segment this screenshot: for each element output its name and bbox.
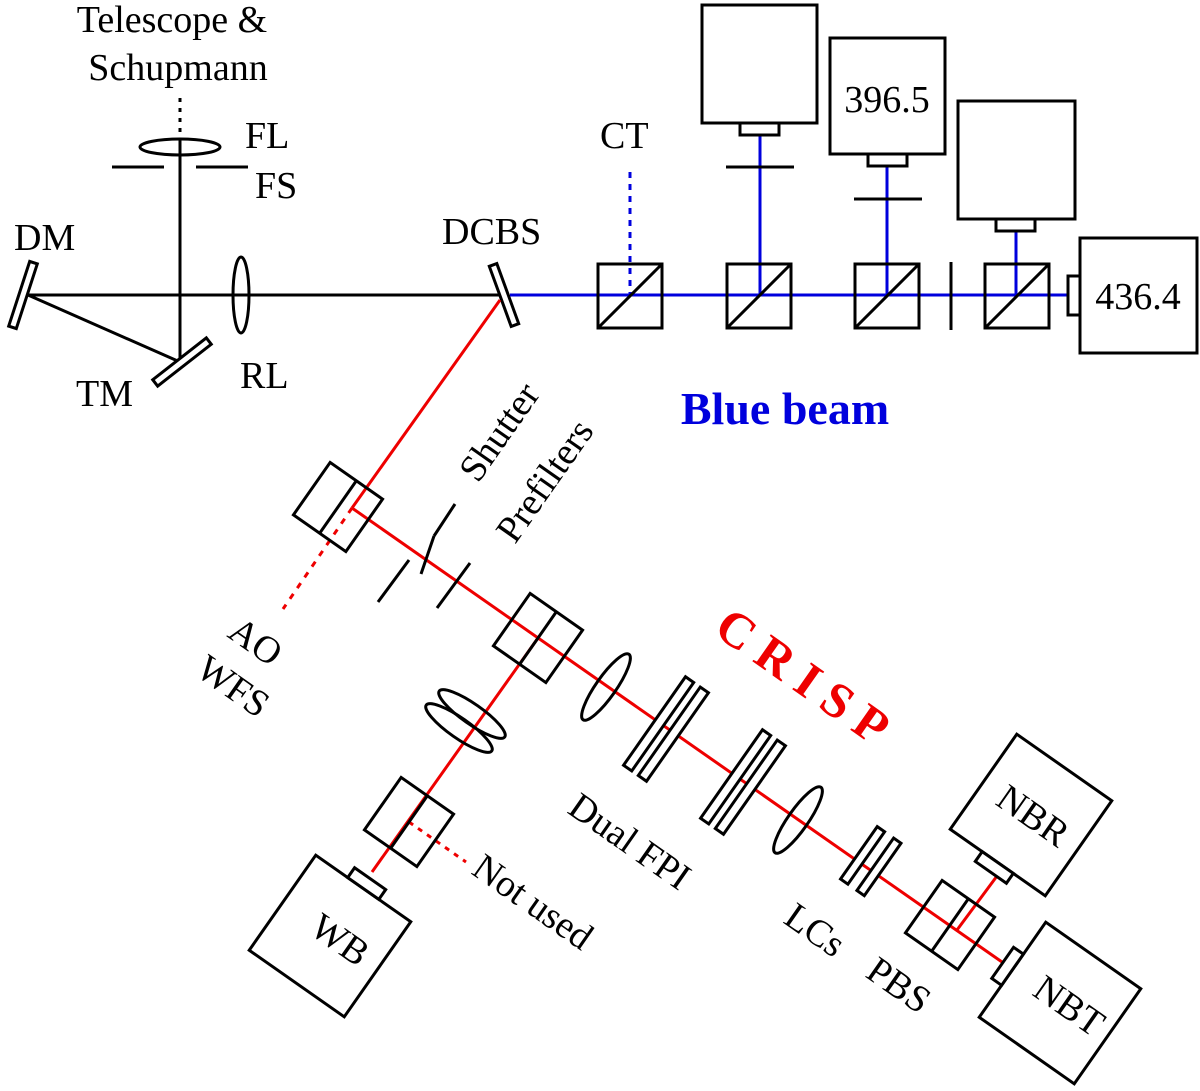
crisp-lens-1 — [580, 652, 632, 722]
label-telescope: Telescope & — [77, 0, 267, 41]
label-crisp: CRISP — [706, 596, 910, 762]
blue-camera-396 — [828, 36, 947, 168]
wb-lens-2 — [437, 688, 507, 740]
label-pbs: PBS — [859, 949, 938, 1022]
ao-bs-cube — [291, 460, 385, 554]
not-used-cube — [362, 775, 456, 869]
black-beam-section — [6, 98, 521, 389]
ao-wfs-dotted — [281, 507, 354, 610]
crisp-lens-2 — [772, 785, 824, 855]
tm-mirror — [150, 335, 214, 389]
label-dcbs: DCBS — [442, 211, 541, 253]
red-beam-dcbs-to-ao — [350, 299, 502, 509]
label-436: 436.4 — [1095, 276, 1181, 318]
blue-bs-cube-2 — [725, 262, 793, 330]
prefilter-stop-2 — [435, 562, 472, 609]
blue-camera-3 — [956, 99, 1077, 233]
label-lcs: LCs — [777, 895, 853, 966]
fl-lens — [138, 137, 222, 157]
red-beam-nbr-branch — [955, 875, 999, 931]
rl-lens — [231, 255, 251, 335]
label-rl: RL — [240, 355, 289, 397]
shutter-blade-lower — [419, 535, 436, 575]
pbs-cube — [903, 878, 997, 972]
shutter-blade-upper — [432, 503, 457, 537]
dm-tm-beam — [27, 293, 181, 364]
lc-retarders — [838, 824, 904, 898]
labels: Telescope & Schupmann FL FS DM TM RL DCB… — [14, 0, 1181, 1045]
wb-camera — [247, 853, 413, 1019]
label-not-used: Not used — [465, 846, 601, 959]
fpi-1 — [621, 674, 711, 784]
label-dual-fpi: Dual FPI — [561, 785, 698, 899]
dcbs-beamsplitter — [487, 261, 521, 329]
nbr-camera — [948, 732, 1114, 898]
blue-bs-cube-3 — [853, 262, 921, 330]
label-schupmann: Schupmann — [88, 47, 267, 89]
label-blue-beam: Blue beam — [681, 383, 889, 434]
nbt-camera — [977, 920, 1143, 1086]
blue-bs-cube-4 — [983, 262, 1051, 330]
not-used-dotted — [408, 820, 467, 864]
label-tm: TM — [76, 373, 133, 415]
fpi-2 — [698, 727, 788, 837]
label-396: 396.5 — [844, 79, 930, 121]
label-dm: DM — [14, 217, 75, 259]
blue-bs-cube-1 — [596, 262, 664, 330]
blue-beam-section — [510, 3, 1199, 355]
prefilter-stop-1 — [376, 559, 411, 603]
label-fs: FS — [255, 165, 297, 207]
crisp-bs-cube — [491, 591, 585, 685]
blue-camera-436 — [1066, 236, 1199, 355]
label-fl: FL — [245, 115, 289, 157]
dm-mirror — [6, 259, 40, 331]
blue-camera-1 — [700, 3, 819, 137]
red-beam-section — [247, 299, 1143, 1086]
label-ct: CT — [600, 115, 649, 157]
